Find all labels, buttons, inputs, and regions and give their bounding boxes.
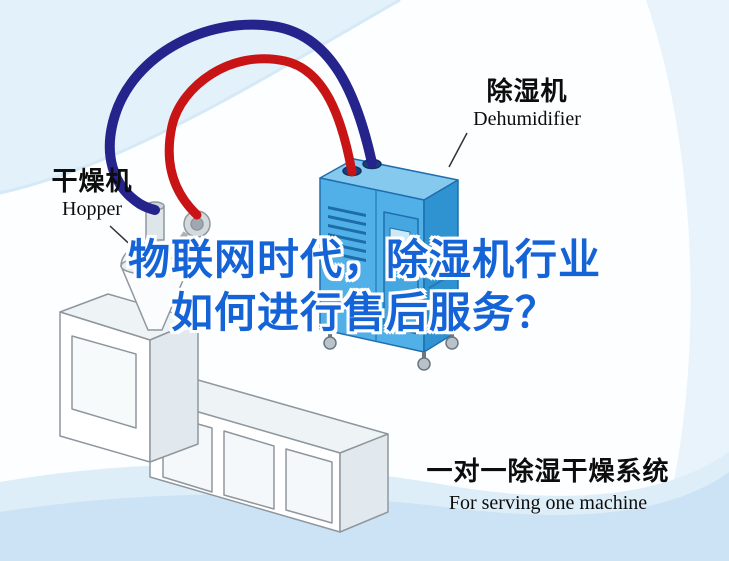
vent-grill bbox=[328, 206, 366, 262]
hopper-label-cn: 干燥机 bbox=[51, 166, 133, 196]
system-caption: 一对一除湿干燥系统 For serving one machine bbox=[408, 451, 688, 515]
hose-navy bbox=[104, 19, 377, 215]
hose-red bbox=[164, 54, 357, 220]
dehumidifier-side-face bbox=[423, 179, 459, 353]
hopper-illustration bbox=[120, 201, 211, 331]
main-title: 物联网时代，除湿机行业 如何进行售后服务？ bbox=[0, 233, 729, 340]
blower-hub bbox=[190, 217, 204, 231]
machine-panel bbox=[285, 448, 333, 524]
main-title-line1: 物联网时代，除湿机行业 bbox=[127, 236, 601, 283]
system-caption-en: For serving one machine bbox=[448, 492, 648, 514]
dehumidifier-label-en: Dehumidifier bbox=[473, 107, 581, 130]
main-title-line2: 如何进行售后服务？ bbox=[170, 289, 558, 337]
machine-panel bbox=[223, 430, 275, 510]
dehumidifier-label: 除湿机 Dehumidifier bbox=[447, 77, 607, 131]
side-louvers bbox=[428, 237, 454, 289]
pointer-line-dehumidifier bbox=[448, 132, 468, 168]
hopper-label-en: Hopper bbox=[62, 197, 122, 220]
pointer-line-hopper bbox=[109, 225, 138, 252]
dehumidifier-label-cn: 除湿机 bbox=[486, 76, 568, 106]
blower-pipe bbox=[171, 231, 189, 252]
machine-panel bbox=[71, 335, 137, 429]
right-band bbox=[646, 0, 729, 561]
control-door bbox=[383, 211, 419, 335]
caster-wheels bbox=[323, 331, 459, 371]
hopper-rim bbox=[120, 256, 190, 276]
hopper-label: 干燥机 Hopper bbox=[44, 167, 140, 221]
dehumidifier-illustration bbox=[319, 158, 459, 371]
system-caption-cn: 一对一除湿干燥系统 bbox=[426, 456, 670, 486]
extruder-machine-illustration bbox=[59, 293, 389, 533]
